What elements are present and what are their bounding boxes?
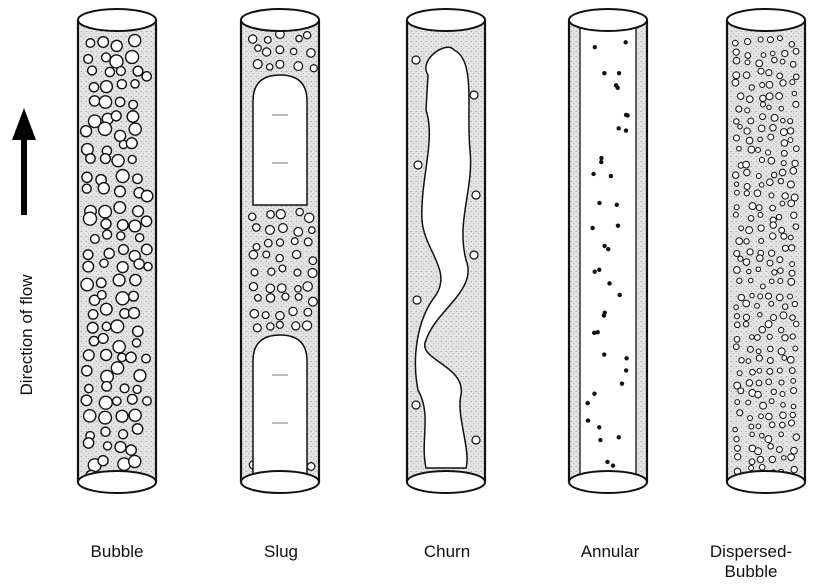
pipe-churn (407, 9, 485, 493)
direction-of-flow-label: Direction of flow (17, 260, 37, 410)
label-churn: Churn (392, 542, 502, 562)
label-bubble: Bubble (62, 542, 172, 562)
pipe-annular (569, 9, 647, 493)
pipe-dispersed (727, 9, 805, 493)
label-annular: Annular (555, 542, 665, 562)
pipe-bubble (78, 9, 156, 493)
label-dispersed-bubble: Dispersed-Bubble (696, 542, 806, 582)
direction-arrow (12, 108, 36, 215)
label-slug: Slug (226, 542, 336, 562)
pipe-slug (241, 9, 319, 493)
